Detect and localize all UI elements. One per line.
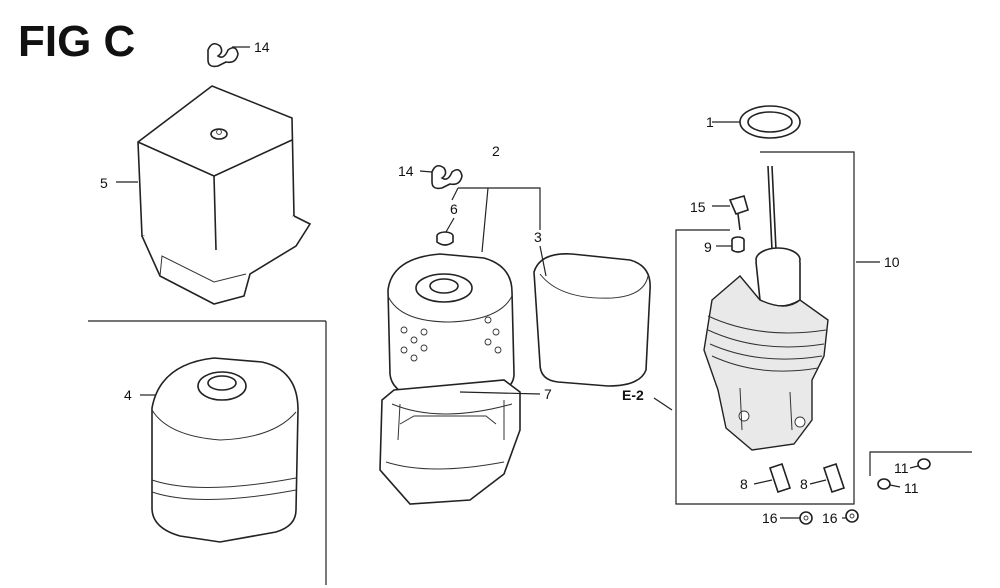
callout-2: 2 xyxy=(492,143,500,159)
callout-15: 15 xyxy=(690,199,706,215)
callout-16-left: 16 xyxy=(762,510,778,526)
collar xyxy=(731,236,745,253)
callout-14-middle: 14 xyxy=(398,163,414,179)
callout-11-upper: 11 xyxy=(894,460,909,476)
figure-title: FIG C xyxy=(18,17,135,66)
bolt xyxy=(728,195,749,231)
air-cleaner-assembly xyxy=(151,357,299,543)
callout-8-left: 8 xyxy=(740,476,748,492)
subassembly-frame-right xyxy=(675,151,855,505)
grommet xyxy=(436,231,454,246)
callout-7: 7 xyxy=(544,386,552,402)
callout-10: 10 xyxy=(884,254,900,270)
stud-right xyxy=(822,462,846,494)
leader-lines xyxy=(116,121,919,519)
nut-right xyxy=(845,509,859,523)
air-cleaner-elbow xyxy=(703,165,829,451)
stud-left xyxy=(768,462,792,494)
callout-9: 9 xyxy=(704,239,712,255)
foam-element xyxy=(533,253,651,387)
callout-8-right: 8 xyxy=(800,476,808,492)
gasket-ring xyxy=(739,105,801,139)
nut-left xyxy=(799,511,813,525)
callout-labels: 5 14 4 14 6 2 3 7 1 15 9 10 E-2 8 8 16 1… xyxy=(100,39,919,526)
filter-element-outer xyxy=(387,253,515,401)
callout-11-lower: 11 xyxy=(904,480,919,496)
air-cleaner-case xyxy=(379,379,521,505)
clip-detail-box xyxy=(869,451,972,490)
callout-e2-ref: E-2 xyxy=(622,387,644,403)
callout-5: 5 xyxy=(100,175,108,191)
wing-nut-top xyxy=(207,42,250,68)
callout-3: 3 xyxy=(534,229,542,245)
callout-4: 4 xyxy=(124,387,132,403)
callout-6: 6 xyxy=(450,201,458,217)
subassembly-frame-left xyxy=(88,320,327,585)
callout-16-right: 16 xyxy=(822,510,838,526)
wing-nut-middle xyxy=(431,164,463,190)
callout-14-top: 14 xyxy=(254,39,270,55)
air-cleaner-cover xyxy=(137,85,312,305)
callout-1: 1 xyxy=(706,114,714,130)
